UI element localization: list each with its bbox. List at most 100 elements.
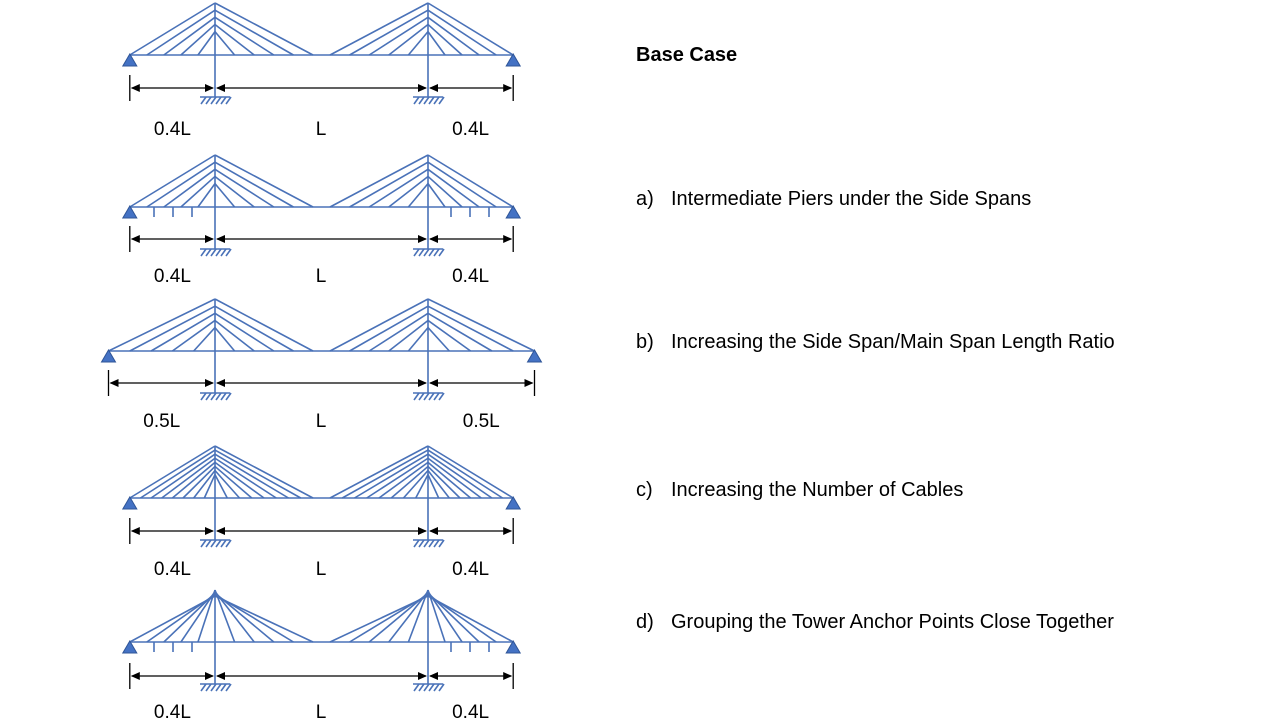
case-d-letter: d) — [636, 611, 654, 633]
cable-side — [427, 9, 497, 56]
cable-side — [427, 474, 440, 499]
case-c-text: Increasing the Number of Cables — [671, 479, 964, 501]
cable-main — [329, 2, 429, 56]
cable-main — [388, 319, 429, 352]
cable-side — [171, 461, 216, 499]
end-support-1 — [505, 640, 522, 654]
dimension-label-center: L — [316, 702, 327, 720]
pylon-hatch — [210, 539, 217, 548]
cable-side — [129, 445, 216, 499]
cable-main — [390, 465, 429, 499]
pylon-hatch — [205, 248, 212, 257]
cable-main — [407, 327, 429, 352]
pylon-hatch — [215, 392, 222, 401]
end-support-0 — [121, 640, 138, 654]
dimension-arrow — [216, 235, 225, 243]
pylon-hatch — [423, 96, 430, 105]
cable-side — [180, 23, 216, 56]
dimension-arrow — [205, 379, 214, 387]
cable-main — [329, 595, 429, 643]
cable-side — [163, 16, 216, 56]
cable-main — [368, 16, 429, 56]
dimension-arrow — [418, 527, 427, 535]
dimension-arrow — [503, 84, 513, 92]
dimension-arrow — [429, 235, 438, 243]
pylon-hatch — [433, 539, 440, 548]
cable-side — [193, 470, 216, 499]
cable-side — [197, 589, 216, 643]
case-d-label: d) Grouping the Tower Anchor Points Close… — [636, 611, 1114, 634]
pylon-hatch — [433, 392, 440, 401]
cable-main — [341, 449, 429, 499]
cable-main — [329, 298, 429, 352]
dimension-label-left: 0.4L — [154, 266, 191, 287]
cable-side — [197, 31, 216, 56]
cable-side — [427, 453, 493, 499]
cable-main — [366, 457, 429, 499]
cable-main — [329, 154, 429, 208]
pylon-hatch — [418, 248, 425, 257]
pylon-hatch — [413, 539, 420, 548]
pylon-hatch — [210, 683, 217, 692]
cable-main — [407, 183, 429, 208]
cable-side — [427, 2, 514, 56]
cable-main — [214, 9, 294, 56]
cable-side — [129, 595, 216, 643]
case-base-title: Base Case — [636, 44, 738, 66]
pylon-hatch — [205, 539, 212, 548]
pylon-hatch — [438, 683, 445, 692]
pylon-hatch — [215, 539, 222, 548]
dimension-arrow — [216, 527, 225, 535]
dimension-arrow — [429, 527, 438, 535]
cable-main — [214, 327, 236, 352]
pylon-hatch — [220, 392, 227, 401]
dimension-label-right: 0.4L — [452, 266, 489, 287]
dimension-label-right: 0.4L — [452, 559, 489, 580]
dimension-arrow — [109, 379, 119, 387]
end-support-1 — [505, 53, 522, 67]
pylon-hatch — [418, 683, 425, 692]
cable-side — [129, 154, 216, 208]
cable-main — [415, 474, 429, 499]
cable-side — [161, 457, 216, 499]
cable-side — [108, 298, 216, 352]
dimension-arrow — [418, 235, 427, 243]
pylon-hatch — [205, 392, 212, 401]
cable-main — [214, 168, 275, 208]
cable-side — [427, 589, 446, 643]
dimension-arrow — [216, 379, 225, 387]
cable-side — [427, 465, 461, 499]
case-b-text: Increasing the Side Span/Main Span Lengt… — [671, 331, 1115, 353]
cable-side — [146, 161, 216, 208]
dimension-arrow — [205, 672, 214, 680]
dimension-label-left: 0.5L — [143, 411, 180, 432]
cable-side — [163, 168, 216, 208]
cable-side — [129, 2, 216, 56]
pylon-hatch — [428, 248, 435, 257]
cable-main — [214, 31, 236, 56]
dimension-arrow — [216, 672, 225, 680]
dimension-label-center: L — [316, 411, 327, 432]
cable-main — [214, 312, 275, 352]
cable-side — [203, 474, 216, 499]
case-a-label: a)Intermediate Piers under the Side Span… — [636, 188, 1031, 211]
cable-side — [150, 312, 216, 352]
dimension-arrow — [216, 84, 225, 92]
cable-main — [214, 298, 314, 352]
pylon-hatch — [225, 392, 232, 401]
pylon-hatch — [418, 392, 425, 401]
pylon-hatch — [438, 392, 445, 401]
dimension-label-center: L — [316, 266, 327, 287]
pylon-hatch — [428, 392, 435, 401]
dimension-arrow — [205, 235, 214, 243]
cable-side — [427, 470, 450, 499]
cable-main — [214, 461, 265, 499]
cable-side — [427, 298, 535, 352]
cable-main — [349, 305, 429, 352]
dimension-arrow — [418, 672, 427, 680]
case-d-text: Grouping the Tower Anchor Points Close T… — [671, 611, 1114, 633]
case-base-label: Base Case — [636, 44, 737, 67]
dimension-arrow — [503, 235, 513, 243]
pylon-hatch — [418, 539, 425, 548]
